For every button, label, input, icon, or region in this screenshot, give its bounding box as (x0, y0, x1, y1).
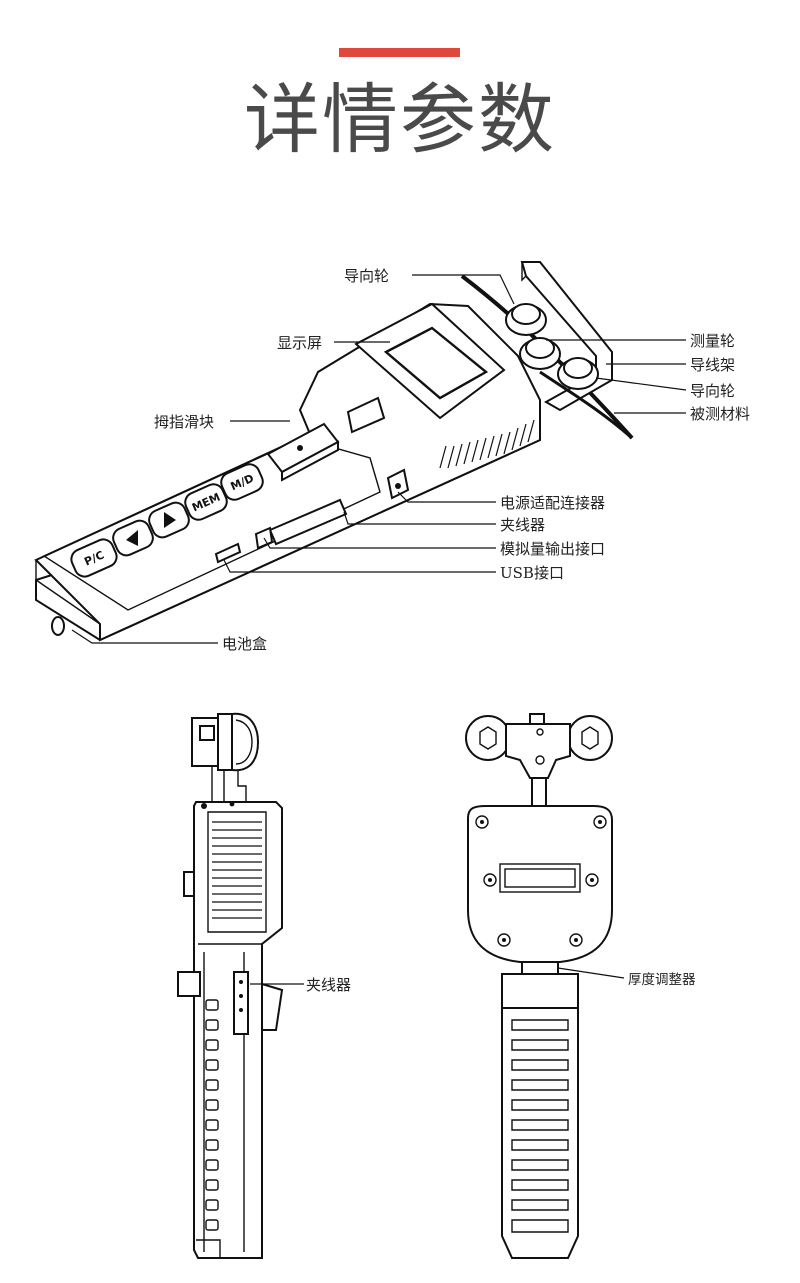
key-md[interactable]: M/D (218, 461, 266, 503)
thumb-slider (266, 396, 386, 482)
vent-grille (439, 419, 535, 469)
device-side-view (177, 712, 284, 1259)
measure-wheel-icon (519, 337, 561, 370)
wire-guide-frame (520, 261, 613, 412)
label-battery-box: 电池盒 (222, 635, 267, 653)
test-material-wire-front (539, 370, 633, 440)
guide-wheel-top-icon (505, 303, 547, 336)
guide-wheel-right-icon (557, 357, 599, 390)
leader-lines-top (71, 274, 687, 644)
usb-port (214, 542, 242, 564)
key-right[interactable] (146, 499, 192, 540)
label-thickness-adjuster: 厚度调整器 (628, 972, 696, 988)
keypad-panel (42, 437, 381, 611)
label-usb-port: USB接口 (500, 564, 564, 582)
back-screws (475, 815, 607, 947)
device-top-view: P/C MEM M/D (34, 261, 634, 642)
label-analog-output: 模拟量输出接口 (500, 540, 605, 558)
label-wire-clip: 夹线器 (500, 516, 545, 534)
back-label-plate (499, 863, 581, 893)
label-guide-wheel-right: 导向轮 (690, 382, 735, 400)
key-left[interactable] (110, 517, 156, 558)
battery-hatch (51, 616, 65, 636)
side-vents (212, 821, 262, 919)
leader-thickness-adjuster (557, 967, 625, 979)
device-back-view (465, 713, 613, 1259)
label-thumb-slider: 拇指滑块 (154, 413, 214, 431)
label-wire-guide-frame: 导线架 (690, 356, 735, 374)
back-grip-ribs (511, 1019, 569, 1233)
back-wheel-left (465, 715, 511, 761)
label-power-adapter: 电源适配连接器 (500, 494, 605, 512)
page-title: 详情参数 (244, 75, 556, 164)
label-side-wire-clip: 夹线器 (306, 976, 351, 994)
label-guide-wheel-top: 导向轮 (344, 267, 389, 285)
label-measure-wheel: 测量轮 (690, 332, 735, 350)
key-pc[interactable]: P/C (68, 536, 120, 579)
wire-clip-side (268, 498, 348, 546)
side-grip-ribs (205, 999, 219, 1231)
label-test-material: 被测材料 (690, 405, 750, 423)
accent-bar (339, 48, 460, 57)
key-mem[interactable]: MEM (182, 481, 230, 523)
label-display: 显示屏 (277, 334, 322, 352)
back-wheel-right (567, 715, 613, 761)
display-screen (383, 326, 489, 400)
